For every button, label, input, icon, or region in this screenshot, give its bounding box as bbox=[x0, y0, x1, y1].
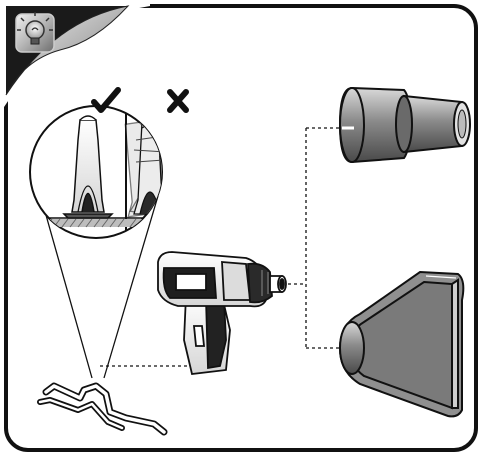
callout-lines bbox=[43, 195, 159, 379]
check-icon bbox=[91, 87, 121, 113]
stand-usage-callout bbox=[29, 87, 189, 239]
heat-gun-upright bbox=[62, 115, 114, 219]
tip-corner bbox=[2, 2, 150, 110]
nozzle-flat-wide bbox=[338, 270, 465, 418]
heat-gun bbox=[157, 251, 287, 375]
nozzle-round bbox=[338, 86, 471, 164]
connector-nozzles bbox=[288, 127, 344, 349]
stand-clip bbox=[37, 382, 168, 436]
lightbulb-icon bbox=[15, 12, 55, 53]
cross-icon bbox=[167, 89, 189, 113]
